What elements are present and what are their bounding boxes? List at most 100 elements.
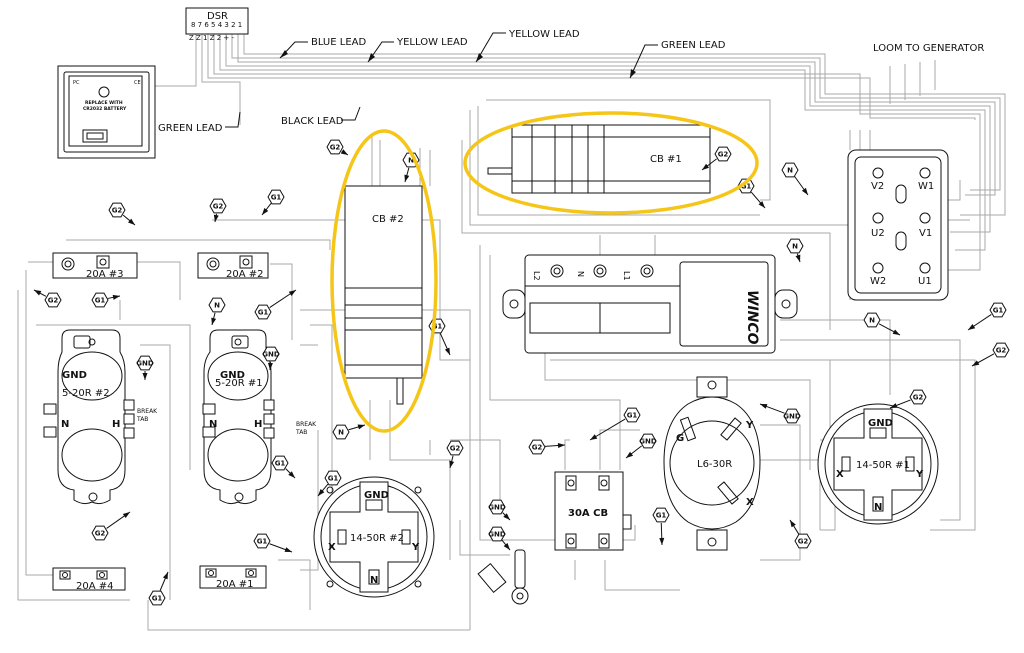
callout-tag-text: G2 [213, 203, 224, 211]
receptacle-5-20r-2-tab: TAB [136, 416, 148, 423]
dsr-label: DSR [207, 11, 228, 22]
callout-tag: G1 [652, 507, 670, 546]
callout-tag: N [781, 162, 809, 196]
breaker-20a-3: 20A #3 [52, 252, 138, 280]
callout-tag: GND [488, 526, 511, 551]
callout-tag-text: G1 [432, 323, 443, 331]
callout-tag: G2 [33, 289, 62, 308]
receptacle-14-50r-2-n: N [370, 575, 378, 586]
pc-mark: PC [73, 80, 80, 86]
callout-tag: GND [262, 346, 280, 371]
receptacle-14-50r-1-gnd: GND [868, 418, 893, 429]
winco-n-label: N [576, 271, 585, 277]
callout-tag-text: G1 [656, 512, 667, 520]
callout-tag: GND [488, 499, 511, 521]
callout-tag: G1 [91, 292, 121, 308]
receptacle-l6-30r-y: Y [745, 420, 754, 431]
receptacle-5-20r-1-h: H [254, 419, 262, 430]
highlight-cb1 [463, 111, 759, 215]
green-lead-label-top: GREEN LEAD [661, 40, 726, 51]
callout-tag: GND [759, 403, 801, 424]
cb1-breaker: CB #1 [487, 124, 711, 194]
callout-tag: G2 [528, 439, 566, 455]
callout-tag-text: G1 [257, 538, 268, 546]
winco-l2-label: L2 [532, 271, 541, 281]
blue-lead-label: BLUE LEAD [311, 37, 366, 48]
breaker-20a-3-label: 20A #3 [86, 269, 124, 280]
callout-tag: GND [136, 355, 154, 380]
receptacle-14-50r-2-x: X [328, 542, 336, 553]
receptacle-l6-30r: G Y X L6-30R [663, 376, 761, 551]
receptacle-l6-30r-x: X [746, 497, 754, 508]
battery-text-1: REPLACE WITH [85, 100, 123, 106]
receptacle-14-50r-2-label: 14-50R #2 [350, 533, 404, 544]
callout-tag: G1 [254, 289, 297, 320]
terminal-w2: W2 [870, 276, 886, 287]
callout-tag-text: GND [136, 360, 154, 368]
callout-tag-text: G1 [271, 194, 282, 202]
callout-tag-text: G1 [993, 307, 1004, 315]
callout-tag-text: N [869, 317, 875, 325]
callout-tag: N [332, 424, 366, 440]
receptacle-5-20r-1-tab: TAB [295, 429, 307, 436]
callout-tag-text: G2 [330, 144, 341, 152]
receptacle-5-20r-1-label: 5-20R #1 [215, 378, 263, 389]
receptacle-14-50r-1-x: X [836, 469, 844, 480]
callout-tag-text: G2 [450, 445, 461, 453]
callout-tag: G1 [271, 455, 296, 479]
dsr-pin-codes: Z Z 1 Z 2 + - [189, 34, 235, 42]
callout-tag-text: GND [783, 413, 801, 421]
callout-tag: G2 [701, 146, 732, 171]
callout-tag-text: G2 [112, 207, 123, 215]
callout-tag-text: G2 [718, 151, 729, 159]
callout-tag-text: N [338, 429, 344, 437]
callout-tag: G1 [261, 189, 285, 216]
callout-tag-text: GND [488, 504, 506, 512]
callout-tag: N [208, 297, 226, 326]
callout-tag-text: G1 [95, 297, 106, 305]
terminal-u1: U1 [918, 276, 932, 287]
callout-tag-text: N [792, 243, 798, 251]
cb1-label: CB #1 [650, 154, 682, 165]
receptacle-5-20r-1: GND 5-20R #1 N H BREAK TAB [202, 329, 317, 505]
receptacle-5-20r-2-gnd: GND [62, 370, 87, 381]
green-lead-label-left: GREEN LEAD [158, 123, 223, 134]
breaker-20a-2-label: 20A #2 [226, 269, 264, 280]
receptacle-5-20r-2: GND 5-20R #2 N H BREAK TAB [43, 329, 158, 505]
receptacle-5-20r-1-gnd: GND [220, 370, 245, 381]
callout-tag-text: G1 [152, 595, 163, 603]
callout-tag: G1 [589, 407, 641, 441]
receptacle-5-20r-2-label: 5-20R #2 [62, 388, 110, 399]
callout-tag-text: G2 [996, 347, 1007, 355]
receptacle-5-20r-2-break: BREAK [137, 408, 158, 415]
breaker-30a-label: 30A CB [568, 508, 608, 519]
terminal-w1: W1 [918, 181, 934, 192]
receptacle-5-20r-2-h: H [112, 419, 120, 430]
callout-tag: G1 [317, 470, 342, 497]
winco-logo: WINCO [744, 290, 760, 345]
receptacle-14-50r-1-label: 14-50R #1 [856, 460, 910, 471]
callout-tag: G1 [148, 571, 169, 606]
receptacle-14-50r-2-gnd: GND [364, 490, 389, 501]
receptacle-14-50r-1-n: N [874, 502, 882, 513]
winco-l1-label: L1 [622, 271, 631, 281]
callout-tag-text: G2 [95, 530, 106, 538]
callout-tag-text: G1 [741, 183, 752, 191]
callout-tag-text: G1 [627, 412, 638, 420]
ce-mark: CE [134, 80, 141, 86]
yellow-lead-label-2: YELLOW LEAD [508, 29, 580, 40]
callout-tag-text: N [408, 157, 414, 165]
black-lead-label: BLACK LEAD [281, 116, 344, 127]
callout-tag-text: G2 [532, 444, 543, 452]
callout-tag: G2 [91, 511, 131, 541]
winco-meter: WINCO L2 N L1 [502, 254, 798, 354]
receptacle-5-20r-1-n: N [209, 419, 217, 430]
callout-tag: G2 [209, 198, 227, 223]
dsr-pin-numbers: 8 7 6 5 4 3 2 1 [191, 21, 242, 29]
callout-tag-text: N [787, 167, 793, 175]
receptacle-l6-30r-g: G [676, 433, 684, 444]
receptacle-14-50r-1: GND 14-50R #1 X Y N [817, 403, 939, 525]
receptacle-l6-30r-label: L6-30R [697, 459, 732, 470]
callout-tag: G1 [967, 302, 1007, 331]
